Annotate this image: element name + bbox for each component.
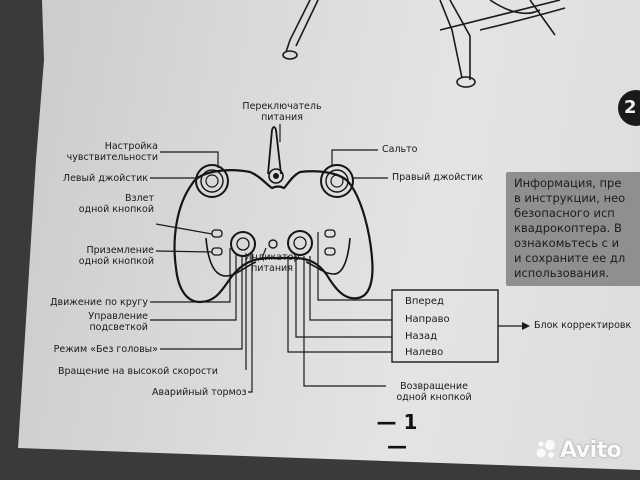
circle-motion-label: Движение по кругу <box>50 297 148 308</box>
trim-forward: Вперед <box>405 296 444 307</box>
trim-back: Назад <box>405 331 438 342</box>
info-line: ознакомьтесь с и <box>514 236 620 250</box>
info-line: использования. <box>514 266 610 280</box>
info-panel <box>506 172 640 286</box>
right-stick-label: Правый джойстик <box>392 172 484 183</box>
trim-block-label: Блок корректировк <box>534 320 632 331</box>
info-line: безопасного исп <box>514 206 615 220</box>
watermark: Avito <box>535 438 622 463</box>
info-line: Информация, пре <box>514 176 622 190</box>
avito-logo-icon <box>536 440 555 458</box>
section-badge: 2 <box>618 90 640 126</box>
trim-box <box>391 289 499 363</box>
drone-leg-right <box>439 0 463 79</box>
high-speed-label: Вращение на высокой скорости <box>58 366 218 377</box>
info-line: и сохраните ее дл <box>514 251 626 265</box>
trim-right: Направо <box>405 314 450 325</box>
flip-label: Сальто <box>382 144 418 155</box>
trim-left: Налево <box>405 347 444 358</box>
headless-mode-label: Режим «Без головы» <box>53 344 158 355</box>
page-number: — 1 — <box>376 410 418 458</box>
emergency-brake-label: Аварийный тормоз <box>152 387 247 398</box>
controller-icon <box>173 126 374 304</box>
left-stick-label: Левый джойстик <box>62 173 148 184</box>
info-line: квадрокоптера. В <box>514 221 622 235</box>
drone-leg-left <box>285 0 311 53</box>
info-line: в инструкции, нео <box>514 191 626 205</box>
